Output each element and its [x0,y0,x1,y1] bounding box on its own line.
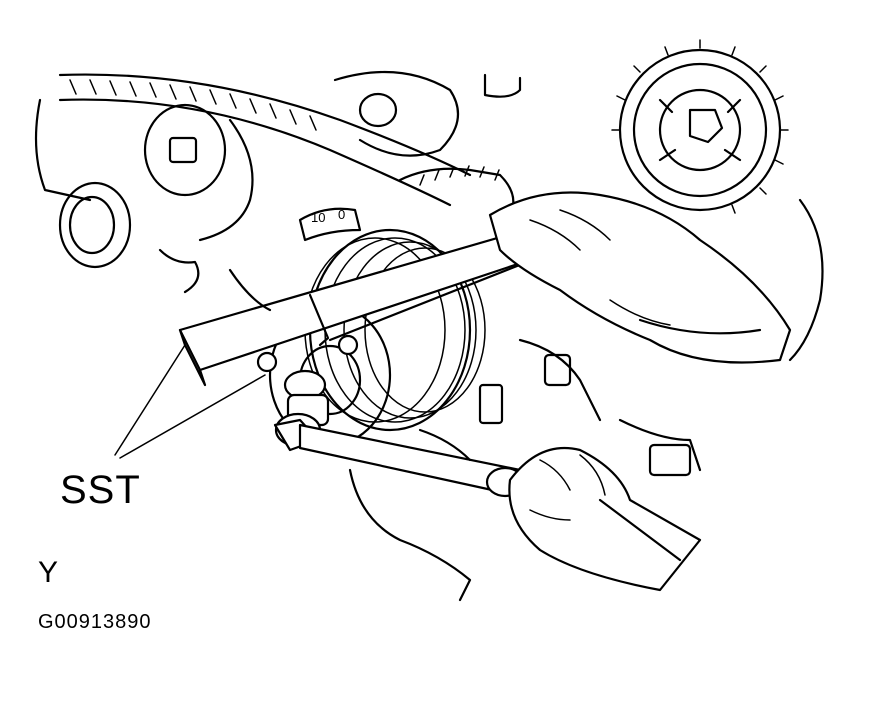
sst-holding-tool [178,228,547,387]
camshaft-pulley [611,39,789,214]
upper-center-pulley [333,70,522,157]
torque-wrench [273,418,525,498]
crankshaft-pulley [268,228,486,447]
sst-leader-lines [114,344,266,459]
sst-callout-label: SST [60,468,141,512]
timing-scale: 10 0 [298,207,362,242]
timing-belt [58,73,472,207]
view-marker-label: Y [38,556,59,589]
timing-scale-mark-10: 10 [311,210,325,225]
timing-scale-mark-0: 0 [338,207,345,222]
left-idler-pulley [34,98,254,294]
upper-hand [488,191,792,364]
lower-hand [508,446,702,592]
crank-gear [398,165,515,217]
figure-id-label: G00913890 [38,611,152,633]
engine-block [228,198,824,602]
